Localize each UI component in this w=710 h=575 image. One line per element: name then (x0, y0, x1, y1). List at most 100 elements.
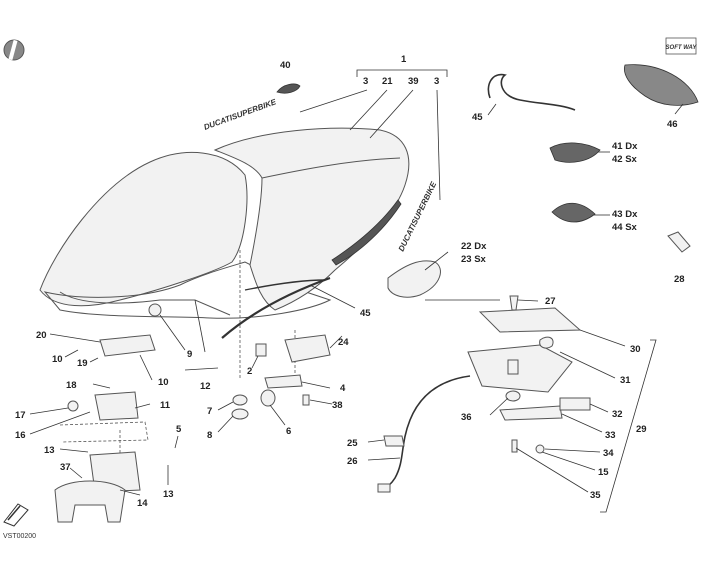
label-38: 38 (332, 400, 343, 411)
seat-sticker-text: DUCATISUPERBIKE (203, 97, 278, 132)
seat-base (43, 261, 332, 319)
label-6: 6 (286, 426, 291, 437)
group-bracket-29 (600, 339, 657, 513)
release-cable (381, 375, 471, 491)
rider-seat-pad (39, 152, 248, 307)
label-7: 7 (207, 406, 212, 417)
pad-part-43-44 (551, 202, 596, 223)
bulb-part-30a (539, 336, 554, 349)
grommet-part-7 (232, 394, 248, 406)
leader-39 (369, 89, 414, 139)
seat-assembly (39, 127, 410, 339)
plate-part-4 (264, 374, 303, 389)
label-16: 16 (15, 430, 26, 441)
group-bracket-12 (184, 367, 219, 371)
seal-strip-lower (221, 276, 331, 339)
bush-part-31 (507, 359, 519, 375)
label-40: 40 (280, 60, 291, 71)
seat-tail-cowl (213, 127, 410, 311)
label-19: 19 (77, 358, 88, 369)
label-11: 11 (160, 400, 171, 411)
label-36: 36 (461, 412, 472, 423)
label-26: 26 (347, 456, 358, 467)
label-23: 23 Sx (461, 254, 487, 265)
label-2: 2 (247, 366, 252, 377)
clamp-part-25 (383, 435, 405, 447)
label-28: 28 (674, 274, 685, 285)
label-15: 15 (598, 467, 609, 478)
seat-lock-bracket (67, 303, 162, 493)
part-labels: 1 3 21 39 3 40 45 46 41 Dx 42 Sx 43 Dx 4… (15, 54, 685, 509)
label-13a: 13 (44, 445, 55, 456)
light-part-30 (478, 307, 582, 333)
cowl-stripe (331, 199, 402, 266)
cable-end-fitting (377, 483, 391, 493)
block-part-32 (559, 397, 591, 411)
label-35: 35 (590, 490, 601, 501)
clip-part-28 (667, 231, 691, 253)
label-45-top: 45 (472, 112, 483, 123)
plate-part-29 (467, 344, 573, 393)
label-22: 22 Dx (461, 241, 487, 252)
nut-part-15 (535, 444, 545, 454)
label-1: 1 (401, 54, 407, 65)
seal-strip-upper (244, 279, 326, 291)
leader-45-top (487, 103, 497, 116)
label-18: 18 (66, 380, 77, 391)
label-33: 33 (605, 430, 616, 441)
leader-3a (299, 89, 368, 113)
label-10b: 10 (158, 377, 169, 388)
drawing-code: VST00200 (3, 533, 36, 540)
label-20: 20 (36, 330, 47, 341)
soft-way-badge: SOFT WAY (666, 37, 698, 55)
soft-way-badge-text: SOFT WAY (666, 45, 698, 51)
leader-21 (349, 89, 388, 131)
grommet-part-36 (505, 390, 521, 402)
seat-underside (59, 291, 231, 316)
label-5: 5 (176, 424, 182, 435)
label-9: 9 (187, 349, 192, 360)
label-12: 12 (200, 381, 211, 392)
buffer-part-6 (260, 389, 276, 407)
emblem-part-40 (276, 83, 301, 94)
label-46: 46 (667, 119, 678, 130)
label-32: 32 (612, 409, 623, 420)
label-24: 24 (338, 337, 349, 348)
label-17: 17 (15, 410, 26, 421)
label-39: 39 (408, 76, 419, 87)
bracket-part-33 (499, 405, 563, 421)
label-31: 31 (620, 375, 631, 386)
leader-lines (29, 251, 626, 496)
label-25: 25 (347, 438, 358, 449)
cowl-crease (261, 157, 401, 179)
label-30: 30 (630, 344, 641, 355)
label-21: 21 (382, 76, 393, 87)
label-43: 43 Dx (612, 209, 638, 220)
screw-part-27 (509, 295, 519, 311)
label-14: 14 (137, 498, 148, 509)
frame-part-14 (54, 480, 126, 523)
brand-logo-icon (3, 39, 25, 61)
leader-46 (674, 103, 684, 115)
label-37: 37 (60, 462, 71, 473)
seal-part-45 (487, 73, 576, 111)
label-3a: 3 (363, 76, 368, 87)
cover-part-46 (623, 64, 699, 106)
bracket-part-24 (284, 334, 331, 363)
label-44: 44 Sx (612, 222, 638, 233)
leader-3b (436, 89, 441, 201)
label-10a: 10 (52, 354, 63, 365)
label-42: 42 Sx (612, 154, 638, 165)
spacer-part-2 (255, 343, 267, 357)
pad-part-41-42 (549, 142, 601, 163)
label-45-mid: 45 (360, 308, 371, 319)
label-8: 8 (207, 430, 212, 441)
screw-part-35 (511, 439, 518, 453)
assembly-guide-a (59, 421, 149, 443)
label-29: 29 (636, 424, 647, 435)
pad-part-22-23 (387, 260, 441, 298)
label-41: 41 Dx (612, 141, 638, 152)
label-3b: 3 (434, 76, 439, 87)
bush-part-8 (231, 408, 249, 420)
